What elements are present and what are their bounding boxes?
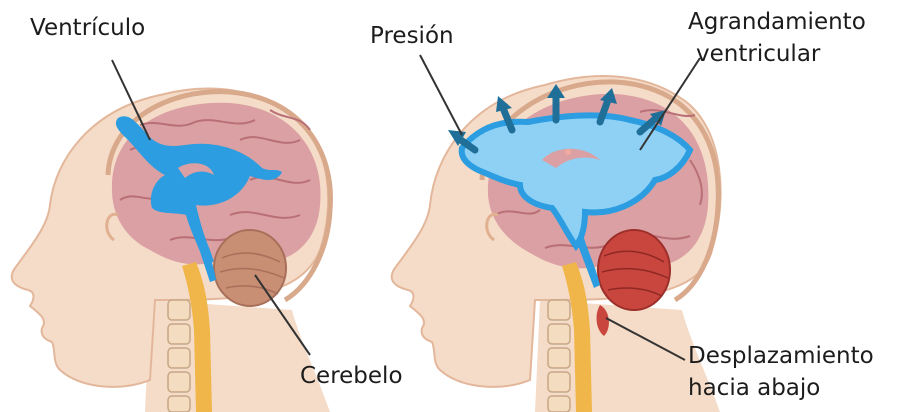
downward-displacement-label-line1: Desplazamiento <box>688 342 874 370</box>
hydro-pineal-dot <box>565 149 571 155</box>
downward-displacement-label-line2: hacia abajo <box>688 374 820 402</box>
pressure-label: Presión <box>370 22 454 50</box>
ventricle-label: Ventrículo <box>30 14 145 42</box>
ventricular-enlargement-label-line2: ventricular <box>696 40 820 68</box>
pressure-leader-line <box>420 55 462 135</box>
cerebellum-label: Cerebelo <box>300 362 403 390</box>
hydrocephalus-head <box>392 76 721 412</box>
normal-head <box>12 89 331 412</box>
ventricular-enlargement-label-line1: Agrandamiento <box>688 8 866 36</box>
normal-cerebellum <box>214 230 286 306</box>
